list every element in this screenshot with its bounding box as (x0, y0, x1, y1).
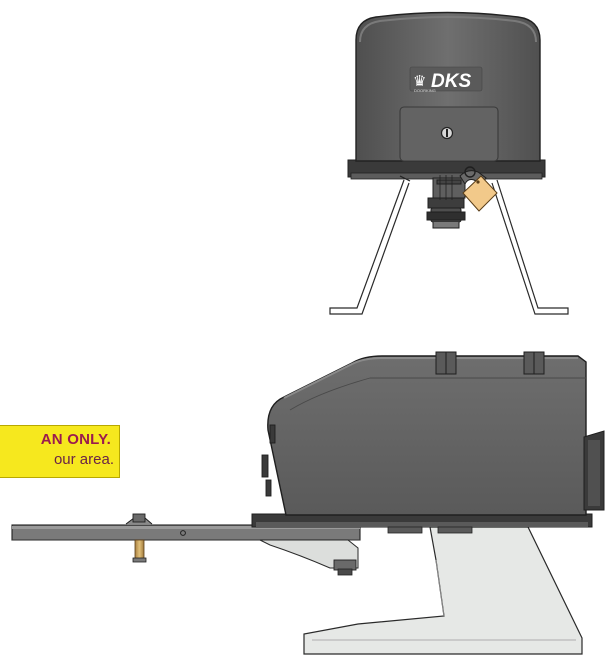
swing-arm (11, 524, 361, 576)
housing-ribs (435, 351, 545, 375)
side-housing (267, 355, 587, 516)
front-view: ♛ DKS DOORKING (329, 11, 569, 315)
front-legs (329, 179, 569, 315)
logo-badge (409, 66, 483, 92)
side-controls (261, 424, 276, 497)
logo-text: DKS (431, 71, 471, 92)
side-view (11, 351, 605, 655)
warning-label: AN ONLY. our area. (0, 425, 120, 478)
release-tag (462, 175, 498, 212)
arm-bolt (125, 513, 153, 563)
logo-subtext: DOORKING (414, 88, 436, 93)
logo-crown-icon: ♛ (413, 72, 426, 90)
warning-line-2: our area. (53, 451, 114, 468)
warning-line-1: AN ONLY. (40, 431, 111, 448)
